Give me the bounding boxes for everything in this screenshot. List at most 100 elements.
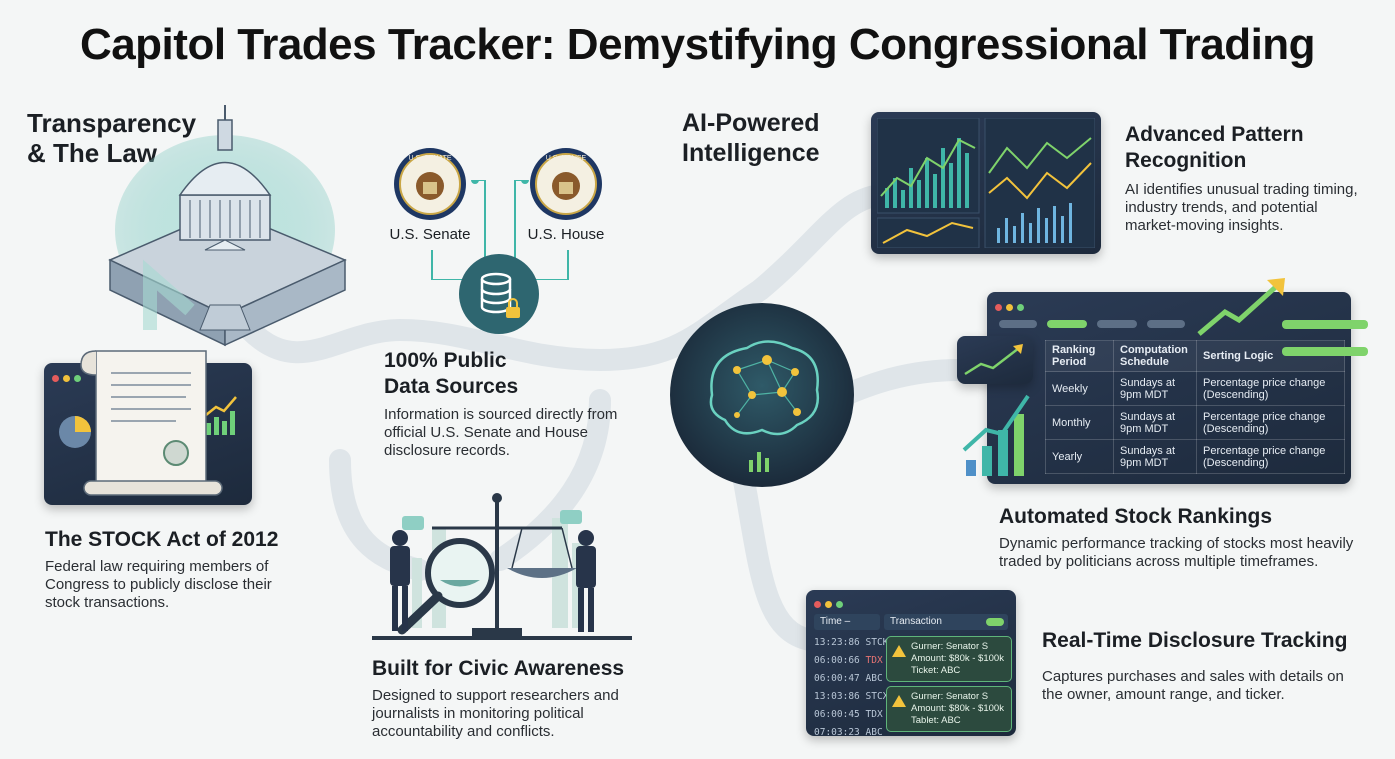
civic-line1: Designed to support researchers and <box>372 687 619 704</box>
transparency-heading-line1: Transparency <box>27 108 197 138</box>
transaction-card[interactable]: Gurner: Senator S Amount: $80k - $100k T… <box>886 636 1012 682</box>
stock-act-line2: Congress to publicly disclose their <box>45 576 272 593</box>
card-ticker: Ticket: ABC <box>911 665 961 676</box>
pattern-line3: market-moving insights. <box>1125 217 1284 234</box>
card-owner: Gurner: Senator S <box>911 641 989 652</box>
pattern-description: AI identifies unusual trading timing, in… <box>1125 181 1358 235</box>
period-cell: Monthly <box>1045 405 1114 440</box>
house-label: U.S. House <box>527 226 605 243</box>
tx-ticker: STCX <box>865 691 889 702</box>
card-amount: Amount: $80k - $100k <box>911 703 1004 714</box>
tx-time: 13:03:86 <box>814 691 860 702</box>
realtime-line2: the owner, amount range, and ticker. <box>1042 686 1285 703</box>
logic-cell: Percentage price change (Descending) <box>1196 439 1345 474</box>
transaction-card[interactable]: Gurner: Senator S Amount: $80k - $100k T… <box>886 686 1012 732</box>
logic-cell: Percentage price change (Descending) <box>1196 405 1345 440</box>
rankings-tab-2[interactable] <box>1047 320 1087 328</box>
database-lock-icon <box>459 254 539 334</box>
card-owner: Gurner: Senator S <box>911 691 989 702</box>
rankings-line2: traded by politicians across multiple ti… <box>999 553 1319 570</box>
schedule-cell: Sundays at 9pm MDT <box>1113 371 1197 406</box>
realtime-col-transaction-label: Transaction <box>890 616 942 627</box>
rankings-description: Dynamic performance tracking of stocks m… <box>999 535 1353 571</box>
pattern-heading: Advanced Pattern Recognition <box>1125 122 1304 174</box>
realtime-description: Captures purchases and sales with detail… <box>1042 668 1344 704</box>
ai-heading-line1: AI-Powered <box>682 109 820 137</box>
warning-icon <box>892 695 906 707</box>
realtime-col-time-label: Time – <box>820 616 851 627</box>
list-item[interactable]: 07:03:23 ABC <box>814 724 886 742</box>
col-computation-schedule: Computation Schedule <box>1113 340 1197 372</box>
stock-act-line1: Federal law requiring members of <box>45 558 269 575</box>
tx-ticker: ABC <box>865 727 883 738</box>
sources-description: Information is sourced directly from off… <box>384 406 617 460</box>
senate-seal-icon: U.S. SENATE <box>394 148 466 220</box>
rankings-tab-3[interactable] <box>1097 320 1137 328</box>
senate-label: U.S. Senate <box>389 226 471 243</box>
list-item[interactable]: 06:00:45 TDX <box>814 706 886 724</box>
tx-ticker: STCK <box>865 637 889 648</box>
pattern-heading-line2: Recognition <box>1125 149 1247 172</box>
realtime-panel: Time – Transaction 13:23:86 STCK 06:00:6… <box>806 590 1016 738</box>
rankings-window-controls <box>995 298 1028 316</box>
rankings-slider-1[interactable] <box>1282 320 1368 329</box>
period-cell: Weekly <box>1045 371 1114 406</box>
justice-scale-illustration <box>372 493 632 640</box>
transparency-heading-line2: & The Law <box>27 138 158 168</box>
window-controls <box>52 369 85 387</box>
tx-time: 07:03:23 <box>814 727 860 738</box>
tx-time: 06:00:66 <box>814 655 860 666</box>
realtime-window-controls <box>814 595 847 613</box>
transparency-heading: Transparency & The Law <box>27 108 196 168</box>
tx-ticker: ABC <box>865 673 883 684</box>
tx-time: 06:00:47 <box>814 673 860 684</box>
ai-heading-line2: Intelligence <box>682 139 820 167</box>
ai-brain-icon <box>670 303 854 487</box>
rankings-tab-4[interactable] <box>1147 320 1185 328</box>
realtime-header-transaction[interactable]: Transaction <box>884 614 1008 630</box>
sources-line1: Information is sourced directly from <box>384 406 618 423</box>
sources-heading-line2: Data Sources <box>384 375 519 398</box>
list-item[interactable]: 06:00:66 TDX <box>814 652 886 670</box>
col-ranking-period: Ranking Period <box>1045 340 1114 372</box>
pattern-heading-line1: Advanced Pattern <box>1125 123 1304 146</box>
house-seal-icon: U.S. HOUSE <box>530 148 602 220</box>
stock-act-description: Federal law requiring members of Congres… <box>45 558 272 612</box>
realtime-header-time[interactable]: Time – <box>814 614 880 630</box>
list-item[interactable]: 06:00:47 ABC <box>814 670 886 688</box>
document-scroll-icon <box>80 350 223 496</box>
table-row: Weekly Sundays at 9pm MDT Percentage pri… <box>1045 371 1345 406</box>
sources-heading-line1: 100% Public <box>384 349 507 372</box>
transaction-toggle[interactable] <box>986 618 1004 626</box>
rankings-mini-chart <box>957 336 1033 384</box>
pattern-line-charts <box>877 118 1095 248</box>
page-title: Capitol Trades Tracker: Demystifying Con… <box>79 20 1316 69</box>
realtime-line1: Captures purchases and sales with detail… <box>1042 668 1344 685</box>
civic-description: Designed to support researchers and jour… <box>372 687 619 741</box>
sources-heading: 100% Public Data Sources <box>384 348 518 400</box>
rankings-line1: Dynamic performance tracking of stocks m… <box>999 535 1354 552</box>
table-row: Yearly Sundays at 9pm MDT Percentage pri… <box>1045 439 1345 474</box>
civic-line2: journalists in monitoring political <box>372 705 584 722</box>
realtime-heading: Real-Time Disclosure Tracking <box>1042 629 1348 652</box>
warning-icon <box>892 645 906 657</box>
rankings-mini-line <box>964 344 1023 376</box>
house-seal-text: U.S. HOUSE <box>546 155 587 162</box>
card-ticker: Tablet: ABC <box>911 715 961 726</box>
pattern-line2: industry trends, and potential <box>1125 199 1318 216</box>
schedule-cell: Sundays at 9pm MDT <box>1113 405 1197 440</box>
rankings-up-arrow-icon <box>1197 278 1285 336</box>
pattern-chart-panel <box>871 112 1101 254</box>
table-row: Monthly Sundays at 9pm MDT Percentage pr… <box>1045 405 1345 440</box>
list-item[interactable]: 13:03:86 STCX <box>814 688 889 706</box>
rankings-slider-2[interactable] <box>1282 347 1368 356</box>
list-item[interactable]: 13:23:86 STCK <box>814 634 889 652</box>
rankings-tab-1[interactable] <box>999 320 1037 328</box>
ai-heading: AI-Powered Intelligence <box>682 108 820 168</box>
period-cell: Yearly <box>1045 439 1114 474</box>
civic-heading: Built for Civic Awareness <box>372 657 625 680</box>
pie-chart-icon <box>59 416 91 448</box>
sources-line3: disclosure records. <box>384 442 510 459</box>
col-sorting-logic: Serting Logic <box>1196 340 1345 372</box>
card-amount: Amount: $80k - $100k <box>911 653 1004 664</box>
